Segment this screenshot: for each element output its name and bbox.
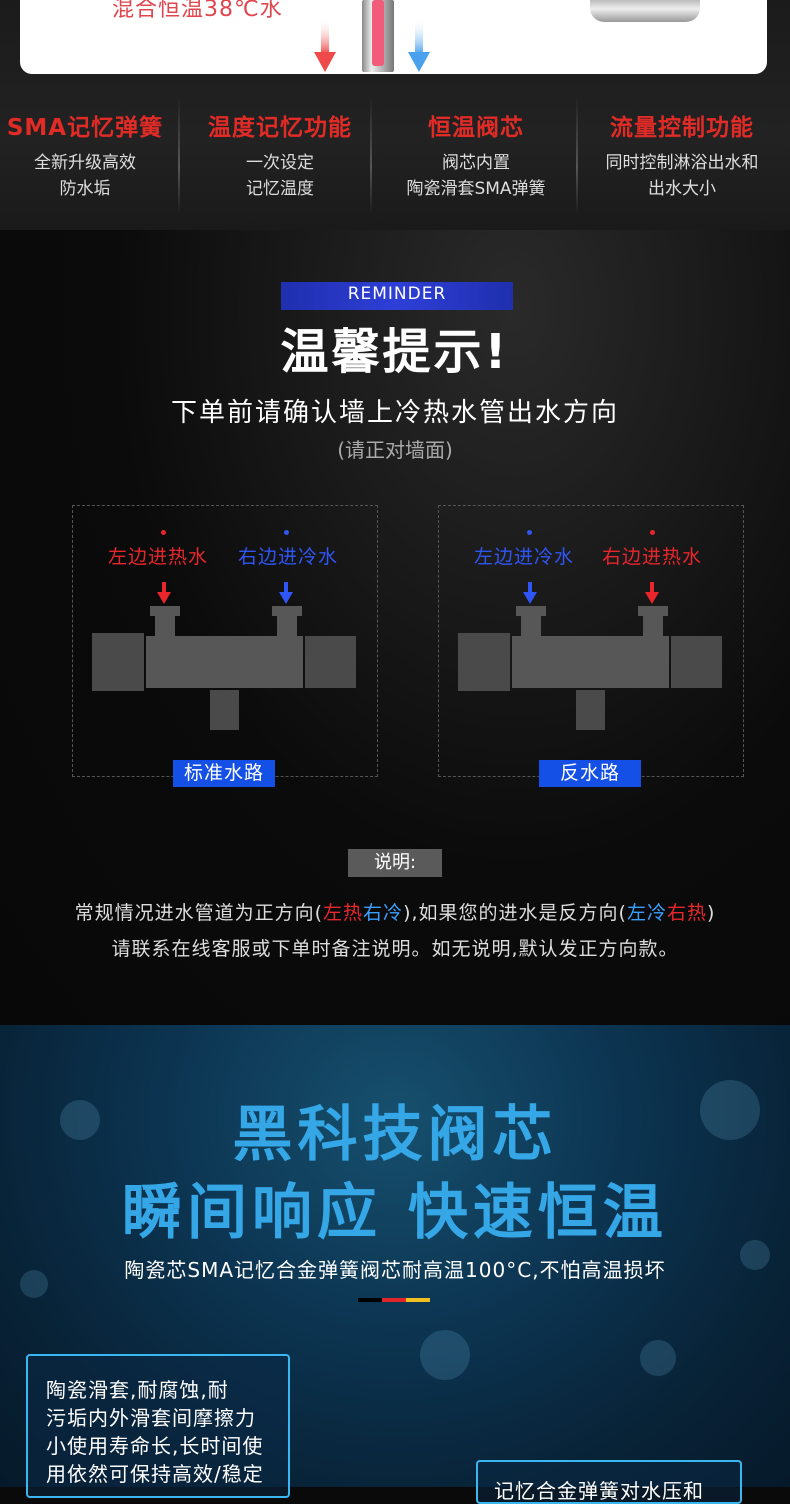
feature-divider [370, 96, 372, 214]
feature-divider [576, 96, 578, 214]
note-line-1: 常规情况进水管道为正方向(左热右冷),如果您的进水是反方向(左冷右热) [0, 898, 790, 925]
valve-right-end [671, 636, 722, 688]
shower-fixture-image [590, 0, 700, 22]
note-hot-right: 右热 [666, 902, 707, 924]
note-text: 常规情况进水管道为正方向( [74, 902, 324, 924]
valve-body [512, 636, 669, 688]
valve-inlet [277, 616, 297, 636]
cold-inlet-arrow-icon [279, 582, 293, 604]
feature-temp-memory: 温度记忆功能 一次设定记忆温度 [185, 108, 375, 202]
feature-desc: 防水垢 [59, 179, 111, 199]
feature-divider [178, 96, 180, 214]
reminder-badge-label: REMINDER [347, 284, 447, 304]
info-line: 小使用寿命长,长时间使 [46, 1434, 264, 1458]
valve-inlet [521, 616, 541, 636]
reverse-water-tag: 反水路 [539, 760, 641, 787]
valve-outlet [210, 690, 239, 730]
feature-desc: 同时控制淋浴出水和 [605, 153, 759, 173]
bokeh-decoration [60, 1100, 100, 1140]
feature-title: 温度记忆功能 [208, 115, 352, 141]
cold-water-arrow-icon [408, 18, 430, 72]
valve-inlet-cap [272, 606, 302, 616]
feature-desc: 阀芯内置 [442, 153, 510, 173]
info-box-text: 记忆合金弹簧对水压和 [494, 1479, 704, 1503]
hot-inlet-arrow-icon [645, 582, 659, 604]
note-text: ) [706, 902, 716, 924]
feature-desc: 出水大小 [648, 179, 716, 199]
hot-water-arrow-icon [314, 18, 336, 72]
valve-left-end [458, 633, 510, 691]
note-tag: 说明: [348, 849, 442, 877]
feature-sma-spring: SMA记忆弹簧 全新升级高效防水垢 [0, 108, 180, 202]
reverse-left-label: 左边进冷水 [474, 546, 575, 568]
cold-dot-icon [284, 530, 289, 535]
note-line-2: 请联系在线客服或下单时备注说明。如无说明,默认发正方向款。 [111, 938, 679, 960]
tech-subtitle: 陶瓷芯SMA记忆合金弹簧阀芯耐高温100°C,不怕高温损坏 [124, 1258, 666, 1282]
bokeh-decoration [640, 1340, 676, 1376]
valve-inlet-cap [150, 606, 180, 616]
tech-title-line-1: 黑科技阀芯 [232, 1100, 558, 1170]
feature-title: 恒温阀芯 [428, 115, 524, 141]
bokeh-decoration [700, 1080, 760, 1140]
cold-inlet-arrow-icon [523, 582, 537, 604]
tricolor-stripe [358, 1298, 430, 1302]
standard-water-tag: 标准水路 [173, 760, 275, 787]
feature-desc: 全新升级高效 [34, 153, 136, 173]
mix-temperature-label: 混合恒温38℃水 [112, 0, 283, 22]
valve-body [146, 636, 303, 688]
pipe-heat-indicator [372, 0, 384, 66]
bokeh-decoration [420, 1330, 470, 1380]
feature-desc: 陶瓷滑套SMA弹簧 [406, 179, 546, 199]
info-line: 污垢内外滑套间摩擦力 [46, 1406, 256, 1430]
info-line: 陶瓷滑套,耐腐蚀,耐 [46, 1378, 229, 1402]
valve-inlet-cap [516, 606, 546, 616]
feature-title: SMA记忆弹簧 [6, 115, 164, 141]
feature-desc: 记忆温度 [246, 179, 314, 199]
feature-desc: 一次设定 [246, 153, 314, 173]
bokeh-decoration [740, 1240, 770, 1270]
valve-left-end [92, 633, 144, 691]
cold-dot-icon [527, 530, 532, 535]
valve-inlet [643, 616, 663, 636]
hot-dot-icon [650, 530, 655, 535]
standard-right-label: 右边进冷水 [238, 546, 339, 568]
reverse-right-label: 右边进热水 [602, 546, 703, 568]
feature-flow-control: 流量控制功能 同时控制淋浴出水和出水大小 [584, 108, 780, 202]
valve-inlet-cap [638, 606, 668, 616]
feature-valve-core: 恒温阀芯 阀芯内置陶瓷滑套SMA弹簧 [381, 108, 571, 202]
info-line: 用依然可保持高效/稳定 [46, 1462, 264, 1486]
reminder-title: 温馨提示! [280, 324, 510, 380]
tech-title-line-2: 瞬间响应 快速恒温 [122, 1178, 668, 1248]
valve-right-end [305, 636, 356, 688]
reminder-paren-note: (请正对墙面) [337, 438, 453, 462]
info-box-text: 陶瓷滑套,耐腐蚀,耐 污垢内外滑套间摩擦力 小使用寿命长,长时间使 用依然可保持… [46, 1376, 286, 1488]
reminder-subtitle: 下单前请确认墙上冷热水管出水方向 [170, 398, 619, 428]
note-text: ),如果您的进水是反方向( [403, 902, 627, 924]
valve-inlet [155, 616, 175, 636]
hot-dot-icon [161, 530, 166, 535]
feature-title: 流量控制功能 [610, 115, 754, 141]
note-cold-left: 左冷 [626, 902, 667, 924]
note-hot-left: 左热 [323, 902, 364, 924]
hot-inlet-arrow-icon [157, 582, 171, 604]
standard-left-label: 左边进热水 [108, 546, 209, 568]
bokeh-decoration [20, 1270, 48, 1298]
valve-outlet [576, 690, 605, 730]
reminder-badge [281, 282, 513, 310]
note-cold-right: 右冷 [363, 902, 404, 924]
